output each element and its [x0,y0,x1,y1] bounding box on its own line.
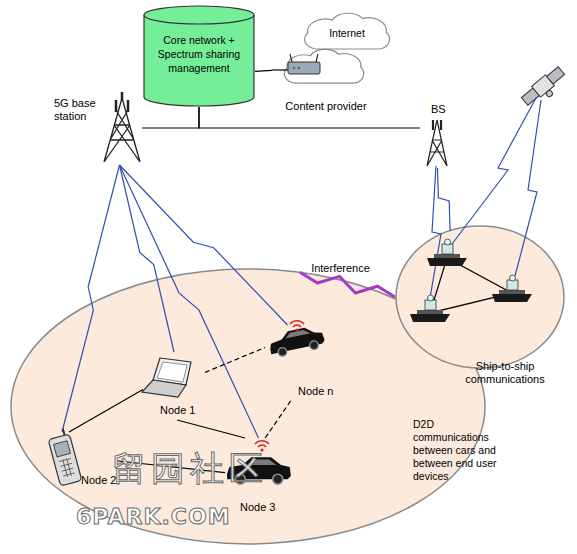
cloud-outline [284,49,363,83]
router-antenna [290,54,318,62]
phone-body [48,434,82,486]
ship-link [430,258,512,313]
connector [438,168,451,231]
node-label: Node 3 [240,501,275,514]
satellite-panel [547,67,565,84]
laptop-screen [153,358,191,385]
laptop-display [157,362,187,382]
phone-keypad [59,457,75,477]
ship-symbol [427,239,467,266]
connector [120,165,288,325]
connector [199,107,420,128]
cloud-shape: Content provider [272,48,380,116]
connector [265,400,291,438]
node-label: Ship-to-ship communications [457,360,553,386]
wifi-symbol [290,321,304,332]
connector [62,165,120,432]
car-symbol [267,324,326,358]
node-label: D2D communications between cars and betw… [413,418,507,483]
device-node: Node 3 [225,438,292,515]
radio-link [515,100,541,276]
connector [118,461,225,473]
node-label: Internet [298,27,396,40]
device-node: Node n [265,325,340,400]
satellite-dish [545,89,553,97]
satellite-panel [521,88,539,105]
tower-symbol [104,98,140,162]
connector [69,389,143,432]
node-label: Node n [298,385,333,398]
connector [142,107,199,128]
cylinder-body [144,6,254,106]
coverage-circle: Ship-to-ship communications [395,225,565,385]
database-cylinder: Core network + Spectrum sharing manageme… [143,5,255,107]
connector [120,165,259,438]
device-node: Node 1 [143,352,205,420]
connector [255,70,272,72]
node-label: Node 1 [160,404,195,417]
connector [120,165,175,352]
cloud-shape: Internet [298,14,396,52]
antenna-symbol [116,92,128,112]
base-station: 5G base station [52,95,142,165]
edge-label: Interference [311,262,370,274]
connector [177,420,245,438]
base-station: BS [420,103,455,168]
wifi-symbol [255,441,269,452]
phone-screen [54,441,71,457]
node-label: Core network + Spectrum sharing manageme… [151,33,247,75]
ellipse-outline [396,226,564,368]
ship-symbol [410,295,450,322]
phone-antenna [63,429,65,436]
radio-link [430,166,441,298]
device-node: Node 2 [48,432,118,490]
router-light [298,67,301,70]
tower-symbol [427,120,447,166]
node-label: Content provider [272,100,380,113]
router-light [293,67,296,70]
laptop-keyboard [142,380,186,397]
car-symbol [227,457,291,484]
router-symbol [288,62,320,74]
node-label: 5G base station [54,97,104,123]
connector [205,348,265,373]
wire [272,69,288,70]
satellite-body [532,75,555,97]
connector [300,272,395,297]
node-label: Node 2 [81,474,116,487]
cylinder-rim [144,15,254,24]
radio-link [452,98,536,244]
antenna-symbol [433,120,441,130]
node-label: BS [431,103,455,116]
ship-symbol [492,275,532,302]
